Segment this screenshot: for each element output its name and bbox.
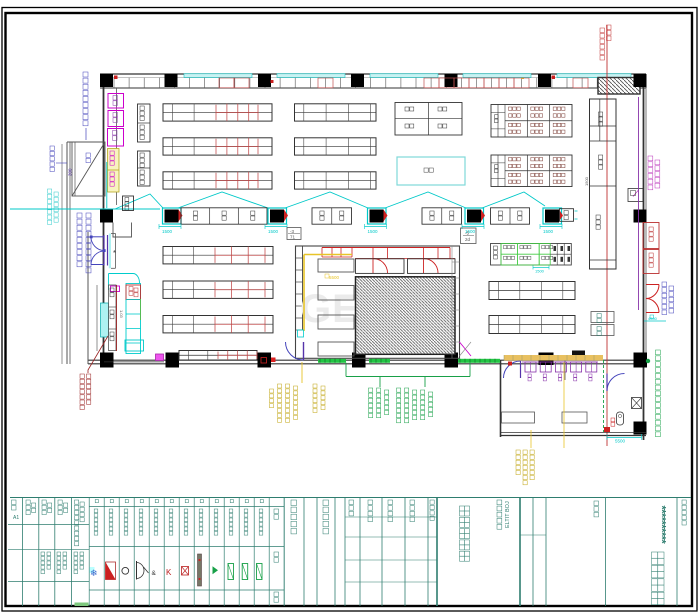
svg-text:&: & bbox=[152, 570, 157, 577]
svg-text:1500: 1500 bbox=[162, 229, 173, 234]
svg-text:-5: -5 bbox=[465, 231, 469, 236]
svg-text:5500: 5500 bbox=[615, 439, 626, 444]
svg-text:❄: ❄ bbox=[90, 568, 98, 578]
svg-text:*: * bbox=[113, 249, 116, 258]
svg-text:2d: 2d bbox=[465, 237, 471, 242]
svg-text:-3: -3 bbox=[290, 229, 294, 234]
svg-text:300: 300 bbox=[68, 168, 73, 176]
svg-text:1500: 1500 bbox=[268, 229, 279, 234]
svg-text:71: 71 bbox=[290, 235, 296, 240]
svg-text:1500: 1500 bbox=[543, 229, 554, 234]
svg-text:1500: 1500 bbox=[465, 229, 476, 234]
svg-text:ELTIT BOJ: ELTIT BOJ bbox=[505, 501, 511, 528]
svg-text:4500: 4500 bbox=[648, 316, 658, 321]
svg-text:1500: 1500 bbox=[535, 269, 545, 274]
svg-text:5500: 5500 bbox=[329, 275, 340, 280]
svg-text:1.03: 1.03 bbox=[119, 310, 124, 319]
svg-text:1500: 1500 bbox=[368, 229, 379, 234]
svg-text:A1: A1 bbox=[13, 515, 19, 521]
svg-text:K: K bbox=[166, 568, 172, 577]
svg-text:1500: 1500 bbox=[584, 176, 589, 186]
svg-text:**********: ********** bbox=[656, 506, 668, 545]
